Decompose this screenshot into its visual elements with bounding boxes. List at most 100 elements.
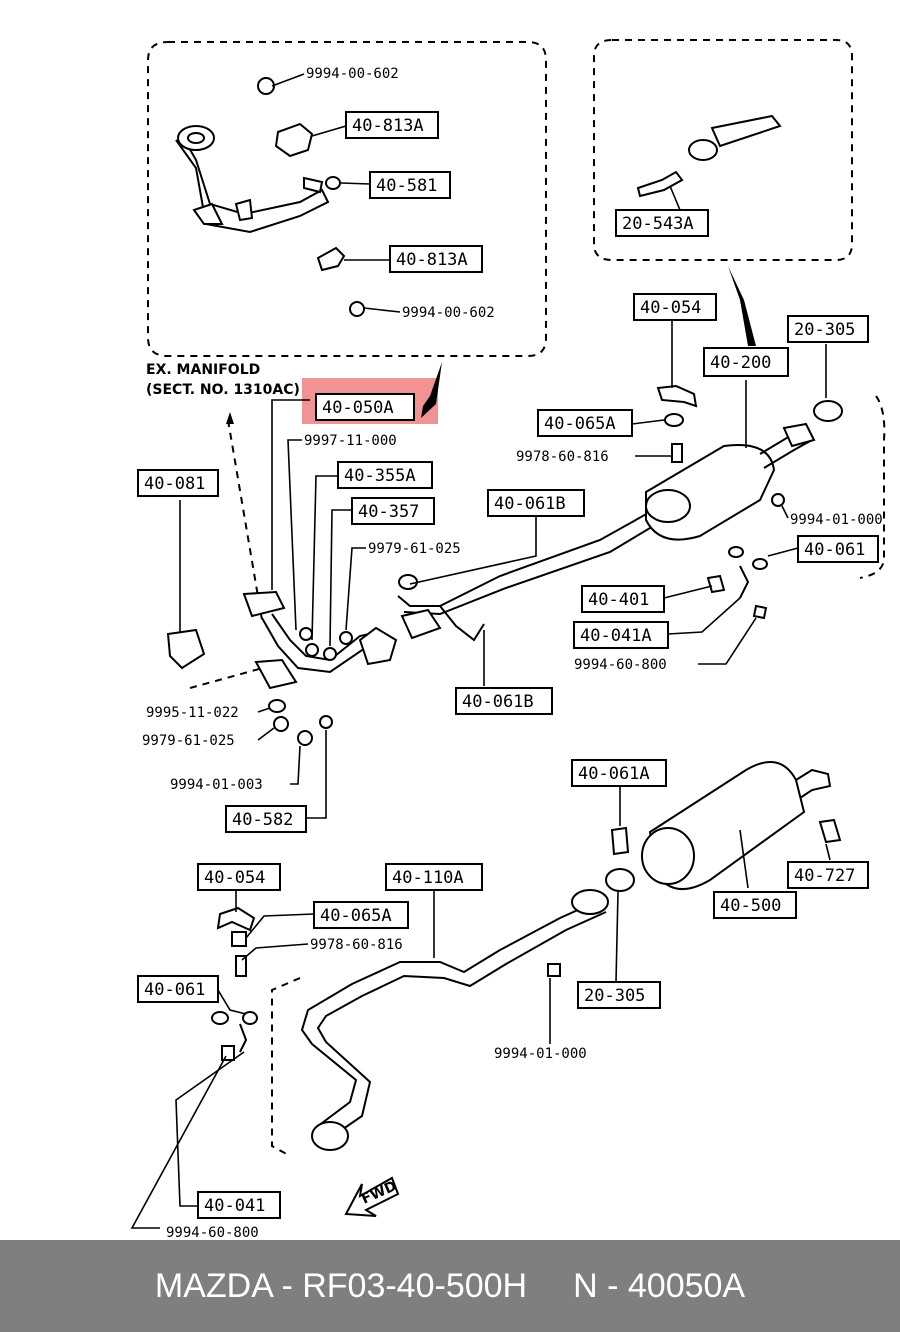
heat-shield-lower <box>316 246 346 272</box>
rubber-40-061 <box>728 546 744 558</box>
label-40-357: 40-357 <box>351 497 435 525</box>
nut-9994-01-000-bot <box>547 963 561 977</box>
heat-shield-upper <box>274 122 314 158</box>
svg-text:40-061: 40-061 <box>804 540 865 560</box>
svg-text:20-305: 20-305 <box>584 986 645 1006</box>
nut-40-355A <box>305 643 319 657</box>
nut-40-582 <box>319 715 333 729</box>
svg-text:40-061B: 40-061B <box>462 692 534 712</box>
label-40-727: 40-727 <box>787 861 869 889</box>
fwd-arrow-icon <box>344 1176 400 1217</box>
mid-pipe <box>300 899 607 1139</box>
manifold-bracket-2 <box>234 198 254 222</box>
svg-text:40-061B: 40-061B <box>494 494 566 514</box>
nut-upper <box>257 77 275 95</box>
label-40-054-bot: 40-054 <box>197 863 281 891</box>
pn-9994-01-003: 9994-01-003 <box>170 777 263 793</box>
svg-text:40-061: 40-061 <box>144 980 205 1000</box>
footer-caption: MAZDA - RF03-40-500H N - 40050A <box>0 1240 900 1332</box>
front-pipe-outlet-flange <box>358 626 398 666</box>
manifold-flange-hole <box>187 132 205 144</box>
svg-text:20-543A: 20-543A <box>622 214 694 234</box>
svg-text:40-041A: 40-041A <box>580 626 652 646</box>
nut-9997 <box>299 627 313 641</box>
pipe-40-041A-segment <box>739 565 750 599</box>
nut-lower <box>349 301 365 317</box>
label-40-081: 40-081 <box>137 469 219 497</box>
upper-pipe-flange <box>688 139 718 161</box>
svg-text:40-065A: 40-065A <box>320 906 392 926</box>
pn-9979-61-025-top: 9979-61-025 <box>368 541 461 557</box>
upper-pipe <box>710 114 782 148</box>
spring-40-061-bot <box>242 1011 258 1025</box>
label-40-582: 40-582 <box>225 805 307 833</box>
svg-text:40-582: 40-582 <box>232 810 293 830</box>
manifold-caption-line2: (SECT. NO. 1310AC) <box>146 382 300 398</box>
svg-text:40-054: 40-054 <box>204 868 265 888</box>
svg-text:40-110A: 40-110A <box>392 868 464 888</box>
label-40-061B: 40-061B <box>455 687 553 715</box>
mid-pipe-outline <box>271 977 301 1157</box>
label-40-401: 40-401 <box>581 585 665 613</box>
svg-text:20-305: 20-305 <box>794 320 855 340</box>
footer-part-number: MAZDA - RF03-40-500H <box>154 1266 528 1305</box>
label-40-813A-lower: 40-813A <box>389 245 483 273</box>
manifold-arrow <box>421 362 442 418</box>
svg-text:40-355A: 40-355A <box>344 466 416 486</box>
main-silencer-end <box>641 827 695 885</box>
svg-text:40-401: 40-401 <box>588 590 649 610</box>
hanger-40-054-top <box>656 384 698 408</box>
clip-9994-60-800-bot <box>221 1045 235 1061</box>
rubber-40-061A <box>610 826 630 856</box>
pn-9978-60-816-bot: 9978-60-816 <box>310 937 403 953</box>
label-40-500: 40-500 <box>713 891 797 919</box>
svg-text:40-200: 40-200 <box>710 353 771 373</box>
pn-9978-60-816-top: 9978-60-816 <box>516 449 609 465</box>
front-pipe-bracket <box>166 628 206 670</box>
pn-9994-01-000-top: 9994-01-000 <box>790 512 883 528</box>
bolt-9978-bot <box>235 955 247 977</box>
label-40-041A: 40-041A <box>573 621 669 649</box>
pipe-group-arrow <box>728 266 756 346</box>
label-20-305-top: 20-305 <box>787 315 869 343</box>
label-40-061B-top: 40-061B <box>487 489 585 517</box>
manifold-flange <box>177 125 215 151</box>
nut-9994-01-000-top <box>771 493 785 507</box>
mid-pipe-front-flange <box>311 1121 349 1151</box>
hanger-40-054-bot <box>216 906 256 932</box>
label-40-050A: 40-050A <box>315 393 415 421</box>
svg-text:40-357: 40-357 <box>358 502 419 522</box>
sensor-pipe-40-061B <box>439 605 485 642</box>
svg-text:40-813A: 40-813A <box>352 116 424 136</box>
stud-581 <box>303 176 324 194</box>
nut-9979-bot <box>273 716 289 732</box>
svg-text:40-081: 40-081 <box>144 474 205 494</box>
rubber-40-061-bot <box>211 1011 229 1025</box>
tail-pipe <box>795 768 832 799</box>
front-pipe-outline <box>189 419 271 689</box>
gasket-20-305-bot <box>605 868 635 892</box>
nut-40-357 <box>323 647 337 661</box>
washer-9995 <box>268 699 286 713</box>
spring-40-061 <box>752 558 768 570</box>
label-40-065A-top: 40-065A <box>537 409 633 437</box>
label-40-061-top: 40-061 <box>797 535 879 563</box>
manifold-up-arrow <box>226 412 234 424</box>
pn-9979-61-025-bot: 9979-61-025 <box>142 733 235 749</box>
pipe-40-041 <box>239 1023 248 1053</box>
rear-hanger-outline <box>859 395 886 579</box>
label-40-200: 40-200 <box>703 347 789 377</box>
pre-silencer-flange <box>782 422 816 448</box>
label-40-110A: 40-110A <box>385 863 483 891</box>
clamp-40-401 <box>400 608 442 640</box>
label-40-065A-bot: 40-065A <box>313 901 409 929</box>
rubber-40-065A-bot <box>231 931 247 947</box>
pre-silencer-end <box>645 489 691 523</box>
svg-text:40-050A: 40-050A <box>322 398 394 418</box>
hanger-rubber-top <box>664 413 684 427</box>
front-pipe-bracket-2 <box>254 658 298 690</box>
clip-9994-60-800-top <box>752 604 768 620</box>
svg-text:40-061A: 40-061A <box>578 764 650 784</box>
nut-9994-01-003 <box>297 730 313 746</box>
label-40-061A: 40-061A <box>571 759 667 787</box>
